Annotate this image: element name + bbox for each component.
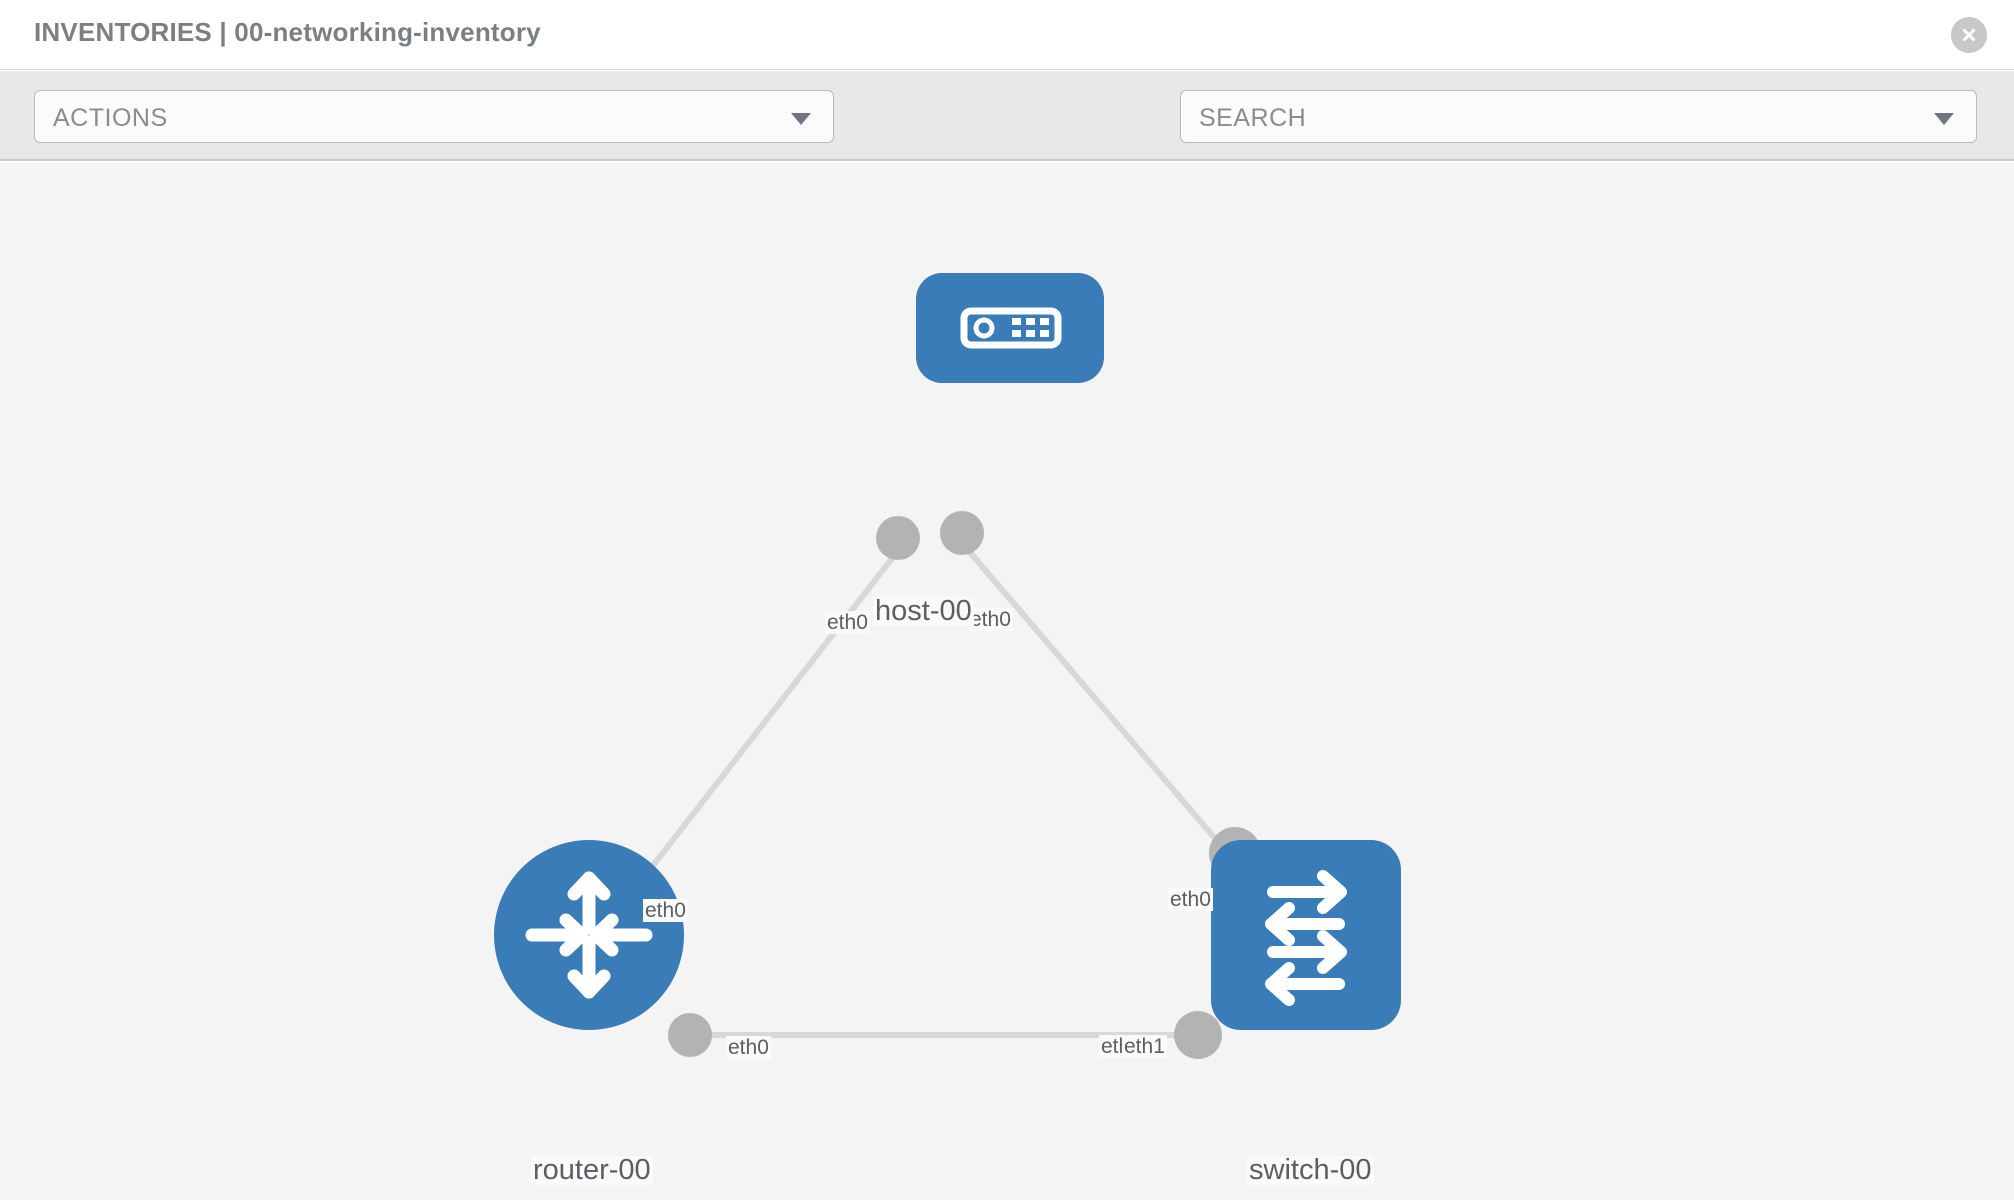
search-input[interactable]: SEARCH xyxy=(1180,90,1977,143)
close-icon[interactable] xyxy=(1951,17,1987,53)
port-switch-left xyxy=(1174,1011,1222,1059)
node-label-host-00: host-00 xyxy=(873,595,974,627)
switch-arrows-icon xyxy=(1265,870,1347,1006)
interface-label: eth0 xyxy=(1168,888,1213,911)
port-host-left xyxy=(876,516,920,560)
page-title: INVENTORIES | 00-networking-inventory xyxy=(34,17,541,47)
interface-label: eth0 xyxy=(643,899,688,922)
toolbar: ACTIONS SEARCH xyxy=(0,71,2014,203)
chevron-down-icon xyxy=(791,113,811,125)
interface-label: eth0 xyxy=(726,1036,771,1059)
actions-dropdown-label: ACTIONS xyxy=(53,104,168,132)
router-arrows-icon xyxy=(525,871,653,999)
link-host-router xyxy=(617,541,907,910)
node-label-switch-00: switch-00 xyxy=(1247,1154,1374,1186)
server-icon xyxy=(960,307,1062,349)
topology-node-switch-00[interactable] xyxy=(1211,840,1401,1030)
interface-label: eth0 xyxy=(968,608,1013,631)
search-placeholder-label: SEARCH xyxy=(1199,104,1307,132)
port-router-right xyxy=(668,1013,712,1057)
interface-label: eth1 xyxy=(1122,1035,1167,1058)
topology-node-router-00[interactable] xyxy=(494,840,684,1030)
actions-dropdown[interactable]: ACTIONS xyxy=(34,90,834,143)
chevron-down-icon xyxy=(1934,113,1954,125)
node-label-router-00: router-00 xyxy=(531,1154,653,1186)
topology-canvas[interactable]: eth0 eth0 eth0 eth0 eth0 eth1 eth0 host-… xyxy=(0,163,2014,1200)
page-header: INVENTORIES | 00-networking-inventory xyxy=(0,0,2014,70)
interface-label: eth0 xyxy=(825,611,870,634)
topology-node-host-00[interactable] xyxy=(916,273,1104,383)
port-host-right xyxy=(940,511,984,555)
link-host-switch xyxy=(959,541,1239,865)
